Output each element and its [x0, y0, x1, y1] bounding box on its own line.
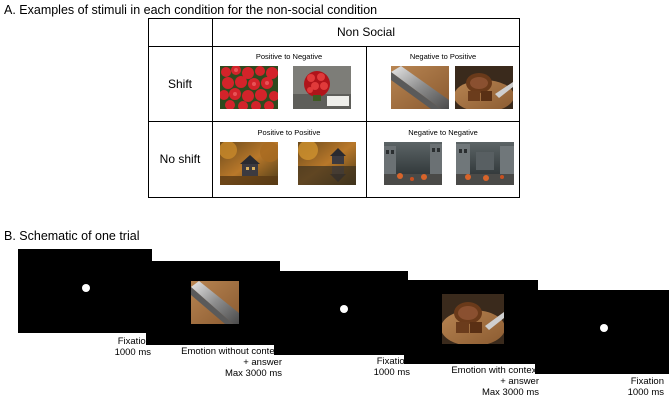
knife-blade-stimulus	[191, 281, 239, 324]
caption-line: Emotion without context	[181, 346, 282, 357]
table-border-bottom	[148, 197, 520, 198]
table-divider-header	[148, 46, 520, 47]
caption-fixation-1: Fixation 1000 ms	[68, 336, 151, 358]
cell-label-negative-to-positive: Negative to Positive	[409, 52, 477, 61]
caption-fixation-2: Fixation 1000 ms	[320, 356, 410, 378]
caption-line: Fixation	[376, 356, 410, 367]
column-header: Non Social	[336, 25, 396, 39]
caption-line: Fixation	[117, 336, 151, 347]
fixation-screen-1	[18, 249, 152, 333]
stimuli-table: Non Social Shift No shift Positive to Ne…	[148, 18, 520, 198]
fixation-dot	[340, 305, 348, 313]
caption-line: 1000 ms	[627, 387, 664, 398]
caption-line: + answer	[500, 376, 539, 387]
fixation-dot	[600, 324, 608, 332]
bread-and-knife-stimulus	[442, 294, 504, 344]
flowers-photo	[220, 66, 278, 109]
cell-label-positive-to-negative: Positive to Negative	[255, 52, 323, 61]
caption-line: Max 3000 ms	[481, 387, 539, 398]
table-divider-mid	[366, 46, 367, 198]
row-label-no-shift: No shift	[159, 152, 201, 166]
table-divider-label-col	[212, 18, 213, 198]
knife-blade-photo	[391, 66, 449, 109]
autumn-house-reflection-photo	[298, 142, 356, 185]
cell-label-negative-to-negative: Negative to Negative	[408, 128, 478, 137]
autumn-house-photo	[220, 142, 278, 185]
table-border-top	[148, 18, 520, 19]
table-divider-rows	[148, 121, 520, 122]
caption-line: Fixation	[630, 376, 664, 387]
row-label-shift: Shift	[167, 76, 192, 91]
caption-fixation-3: Fixation 1000 ms	[580, 376, 664, 398]
bread-and-knife-photo	[455, 66, 513, 109]
cell-label-positive-to-positive: Positive to Positive	[257, 128, 321, 137]
ruined-street-photo	[384, 142, 442, 185]
caption-line: 1000 ms	[114, 347, 151, 358]
caption-emotion-with-context: Emotion with context + answer Max 3000 m…	[408, 365, 539, 398]
caption-line: 1000 ms	[373, 367, 410, 378]
bouquet-on-ground-photo	[293, 66, 351, 109]
fixation-screen-2	[274, 271, 408, 355]
table-border-right	[519, 18, 520, 198]
caption-line: Emotion with context	[451, 365, 539, 376]
caption-line: + answer	[243, 357, 282, 368]
emotion-with-context-screen	[404, 280, 538, 364]
caption-line: Max 3000 ms	[224, 368, 282, 379]
fixation-dot	[82, 284, 90, 292]
table-border-left	[148, 18, 149, 198]
fixation-screen-3	[535, 290, 669, 374]
ruined-street-wide-photo	[456, 142, 514, 185]
part-a-title: A. Examples of stimuli in each condition…	[4, 3, 378, 17]
caption-emotion-without-context: Emotion without context + answer Max 300…	[150, 346, 282, 379]
emotion-without-context-screen	[146, 261, 280, 345]
part-b-title: B. Schematic of one trial	[4, 229, 140, 243]
